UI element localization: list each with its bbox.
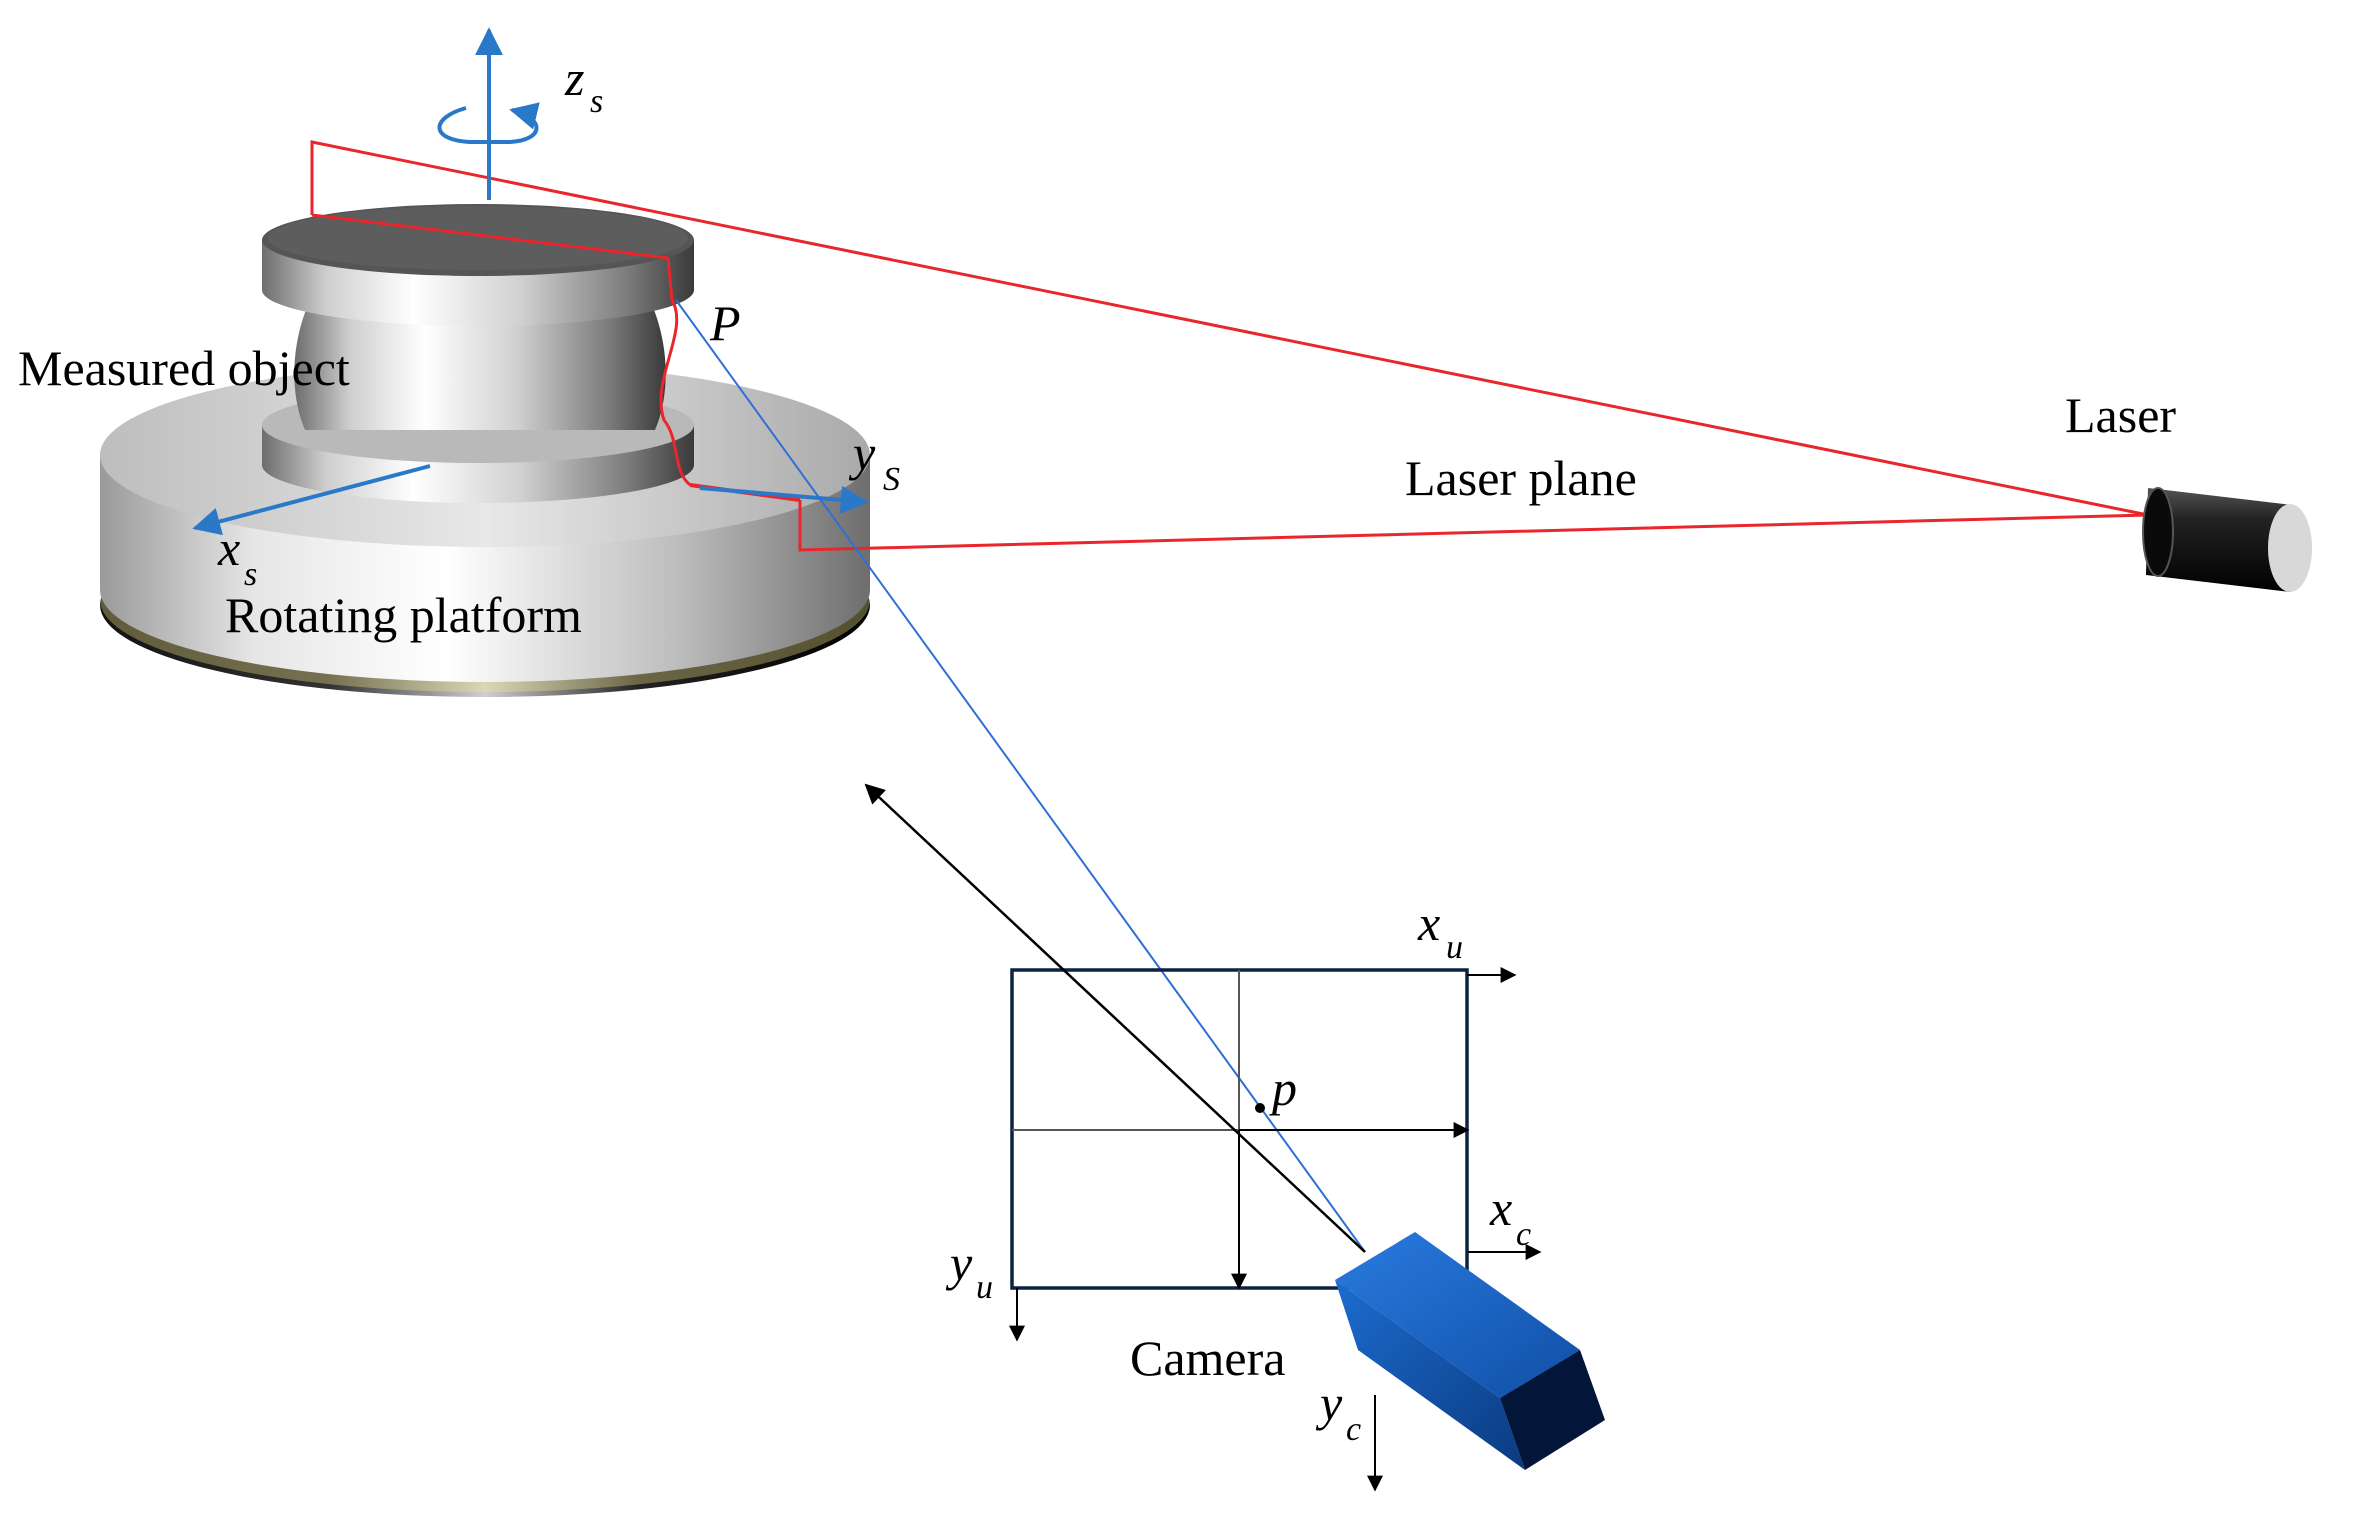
svg-text:y: y [1315, 1375, 1343, 1431]
svg-text:z: z [564, 50, 584, 106]
axis-label-zs: z s [564, 50, 603, 120]
svg-text:s: s [244, 556, 257, 593]
svg-text:S: S [883, 461, 900, 498]
axis-label-xc: x c [1489, 1180, 1531, 1253]
laser-icon [2142, 487, 2312, 592]
projection-ray [675, 299, 1366, 1253]
point-p-label: p [1269, 1060, 1297, 1116]
svg-text:u: u [1446, 929, 1463, 966]
svg-text:x: x [1417, 895, 1440, 951]
svg-text:x: x [1489, 1180, 1512, 1236]
svg-text:x: x [217, 520, 240, 576]
camera-axes [1367, 1244, 1542, 1492]
axis-label-yc: y c [1315, 1375, 1361, 1448]
svg-text:y: y [945, 1235, 973, 1291]
camera-icon [1335, 1232, 1605, 1470]
laser-label: Laser [2065, 387, 2176, 443]
svg-text:s: s [590, 83, 603, 120]
image-point-marker [1255, 1103, 1265, 1113]
axis-label-xs: x s [217, 520, 257, 593]
svg-text:y: y [848, 425, 876, 481]
laser-plane-label: Laser plane [1405, 450, 1637, 506]
measured-object-label: Measured object [18, 340, 350, 396]
ys-axis [699, 485, 869, 514]
xs-axis [192, 464, 431, 536]
optical-axis-line [864, 783, 1366, 1253]
svg-text:c: c [1516, 1216, 1531, 1253]
image-plane [1009, 967, 1517, 1342]
laser-plane-outline [310, 140, 2149, 552]
camera-label: Camera [1130, 1330, 1285, 1386]
svg-text:u: u [976, 1269, 993, 1306]
point-P-label: P [709, 295, 741, 351]
zs-rotation-icon [437, 102, 540, 144]
svg-text:c: c [1346, 1411, 1361, 1448]
axis-label-yu: y u [945, 1235, 993, 1306]
axis-label-ys: y S [848, 425, 900, 498]
axis-label-xu: x u [1417, 895, 1463, 966]
platform-axes [192, 27, 869, 536]
rotating-platform-label: Rotating platform [225, 587, 582, 643]
